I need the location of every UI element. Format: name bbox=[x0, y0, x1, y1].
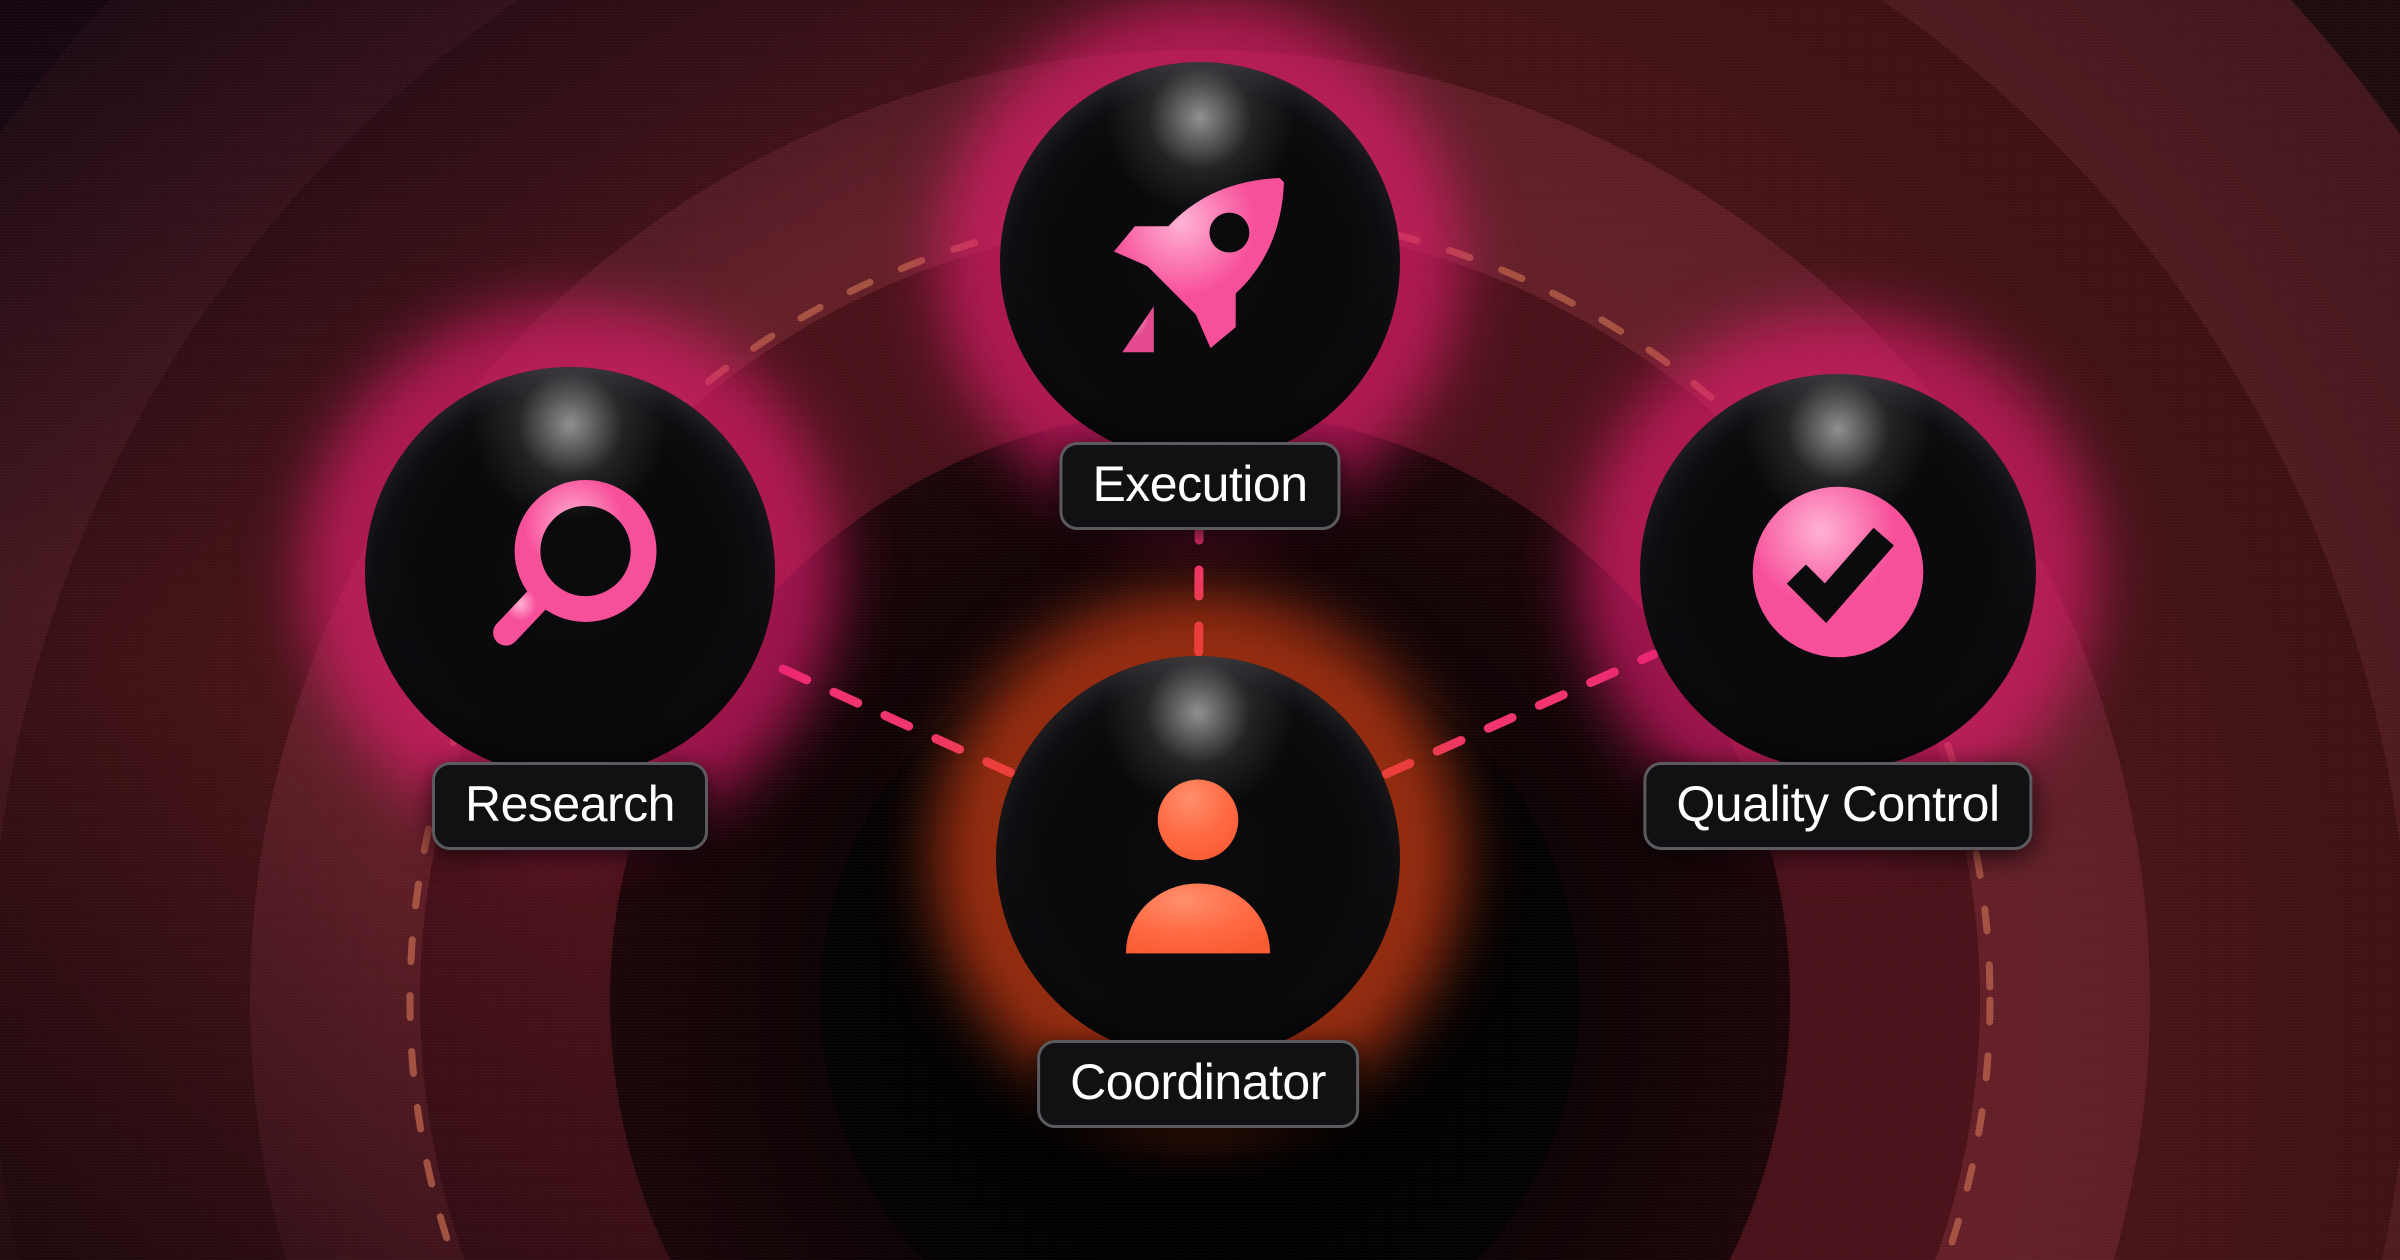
rocket-icon bbox=[1095, 157, 1305, 367]
node-sphere-execution[interactable] bbox=[1000, 62, 1400, 462]
node-label-text-research: Research bbox=[465, 776, 676, 832]
magnifier-icon bbox=[463, 465, 678, 680]
node-sphere-quality-control[interactable] bbox=[1640, 374, 2036, 770]
node-sphere-coordinator[interactable] bbox=[996, 656, 1400, 1060]
node-sphere-research[interactable] bbox=[365, 367, 775, 777]
node-sphere-surface-research bbox=[365, 367, 775, 777]
node-label-research[interactable]: Research bbox=[432, 762, 708, 850]
person-icon bbox=[1092, 752, 1304, 964]
node-label-quality-control[interactable]: Quality Control bbox=[1643, 762, 2033, 850]
node-label-text-quality-control: Quality Control bbox=[1676, 776, 2000, 832]
check-circle-icon bbox=[1734, 468, 1942, 676]
node-label-text-execution: Execution bbox=[1092, 456, 1308, 512]
node-label-execution[interactable]: Execution bbox=[1059, 442, 1341, 530]
node-label-text-coordinator: Coordinator bbox=[1070, 1054, 1326, 1110]
dashed-orbit-circle bbox=[406, 206, 1994, 1260]
node-label-coordinator[interactable]: Coordinator bbox=[1037, 1040, 1359, 1128]
